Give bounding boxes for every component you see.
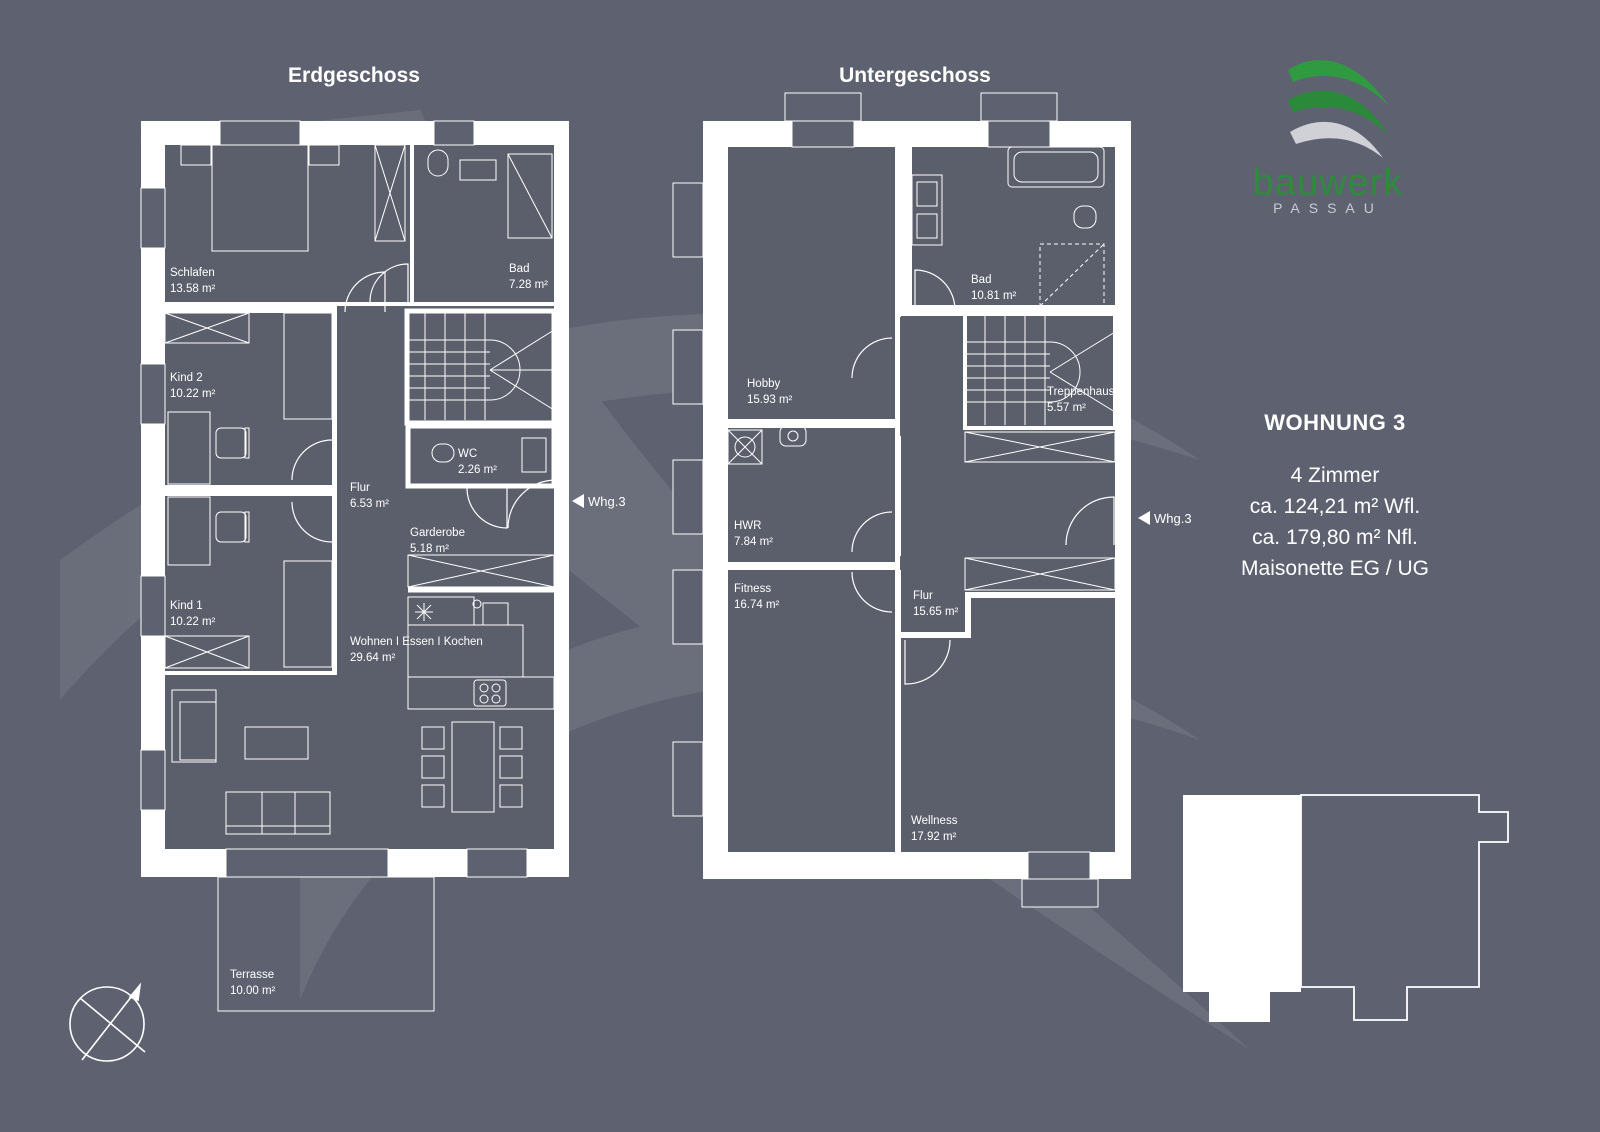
room-name: Kind 1 — [170, 600, 203, 612]
eg-rooms — [165, 145, 554, 849]
ug-room-wellness — [903, 600, 1115, 852]
eg-room-schlafen — [165, 145, 410, 302]
room-area: 29.64 m² — [350, 652, 396, 664]
bauwerk-logo: bauwerk PASSAU — [1238, 50, 1418, 220]
eg-doors — [291, 263, 557, 543]
ug-plan: Whg.3 Bad 10.81 m² Hobby 15.93 m² Treppe… — [672, 92, 1192, 908]
logo-subtitle: PASSAU — [1273, 200, 1383, 216]
ug-title: Untergeschoss — [839, 64, 991, 87]
ug-room-hwr — [728, 428, 895, 562]
room-name: Bad — [971, 274, 991, 286]
room-area: 10.22 m² — [170, 388, 216, 400]
ug-room-fitness — [728, 570, 895, 852]
ug-stair-box — [963, 310, 1117, 430]
eg-room-bad — [414, 145, 554, 302]
room-area: 5.57 m² — [1047, 402, 1086, 414]
room-area: 6.53 m² — [350, 498, 389, 510]
room-area: 7.28 m² — [509, 279, 548, 291]
unit-title: WOHNUNG 3 — [1264, 410, 1406, 435]
room-name: Kind 2 — [170, 372, 203, 384]
room-name: Treppenhaus — [1047, 386, 1115, 398]
ug-room-labels: Bad 10.81 m² Hobby 15.93 m² Treppenhaus … — [734, 274, 1115, 843]
room-area: 5.18 m² — [410, 543, 449, 555]
eg-entrance-marker: Whg.3 — [572, 494, 626, 509]
eg-furniture — [164, 144, 555, 835]
keyplan-outline — [1300, 794, 1509, 1021]
eg-plan: Whg.3 Schlafen 13.58 m² Bad 7.28 m² Kind… — [140, 120, 626, 1012]
room-name: WC — [458, 448, 477, 460]
room-name: Bad — [509, 263, 529, 275]
arrow-left-icon — [572, 494, 584, 508]
unit-type: Maisonette EG / UG — [1241, 557, 1429, 580]
room-name: HWR — [734, 520, 761, 532]
room-area: 15.93 m² — [747, 394, 793, 406]
room-area: 10.00 m² — [230, 985, 276, 997]
room-area: 10.81 m² — [971, 290, 1017, 302]
eg-stairs — [407, 312, 555, 420]
room-name: Terrasse — [230, 969, 274, 981]
ug-furniture — [727, 146, 1116, 591]
eg-room-labels: Schlafen 13.58 m² Bad 7.28 m² Kind 2 10.… — [170, 263, 548, 997]
ug-windows — [672, 92, 1099, 908]
room-name: Hobby — [747, 378, 780, 390]
room-area: 2.26 m² — [458, 464, 497, 476]
eg-stair-box — [404, 308, 557, 426]
room-name: Wellness — [911, 815, 958, 827]
room-area: 13.58 m² — [170, 283, 216, 295]
room-name: Schlafen — [170, 267, 215, 279]
unit-usable-area: ca. 179,80 m² Nfl. — [1252, 526, 1418, 549]
room-name: Garderobe — [410, 527, 465, 539]
ug-inner-walls — [728, 147, 1115, 852]
eg-room-wohnen — [165, 675, 554, 849]
room-area: 15.65 m² — [913, 606, 959, 618]
eg-title: Erdgeschoss — [288, 64, 420, 87]
room-name: Fitness — [734, 583, 771, 595]
room-area: 10.22 m² — [170, 616, 216, 628]
compass-north-icon — [69, 982, 146, 1062]
eg-terrace — [217, 876, 435, 1012]
logo-swoosh-icon — [1288, 60, 1388, 158]
building-keyplan — [1183, 794, 1509, 1022]
ug-entrance-marker: Whg.3 — [1138, 511, 1192, 526]
ug-entrance-label: Whg.3 — [1154, 511, 1192, 526]
unit-rooms: 4 Zimmer — [1290, 464, 1380, 487]
room-name: Wohnen I Essen I Kochen — [350, 636, 483, 648]
room-area: 17.92 m² — [911, 831, 957, 843]
unit-living-area: ca. 124,21 m² Wfl. — [1249, 495, 1421, 518]
ug-rooms — [728, 147, 1115, 852]
eg-windows — [140, 120, 528, 878]
unit-details: 4 Zimmer ca. 124,21 m² Wfl. ca. 179,80 m… — [1190, 460, 1480, 584]
logo-wordmark: bauwerk — [1252, 162, 1404, 204]
room-name: Flur — [913, 590, 933, 602]
room-area: 16.74 m² — [734, 599, 780, 611]
ug-stairs — [965, 314, 1116, 425]
eg-entrance-label: Whg.3 — [588, 494, 626, 509]
keyplan-highlight-unit — [1183, 795, 1301, 1022]
ug-doors — [851, 269, 1115, 685]
arrow-left-icon — [1138, 511, 1150, 525]
ug-room-hobby — [728, 147, 895, 419]
room-area: 7.84 m² — [734, 536, 773, 548]
eg-wc-box — [405, 423, 557, 489]
room-name: Flur — [350, 482, 370, 494]
